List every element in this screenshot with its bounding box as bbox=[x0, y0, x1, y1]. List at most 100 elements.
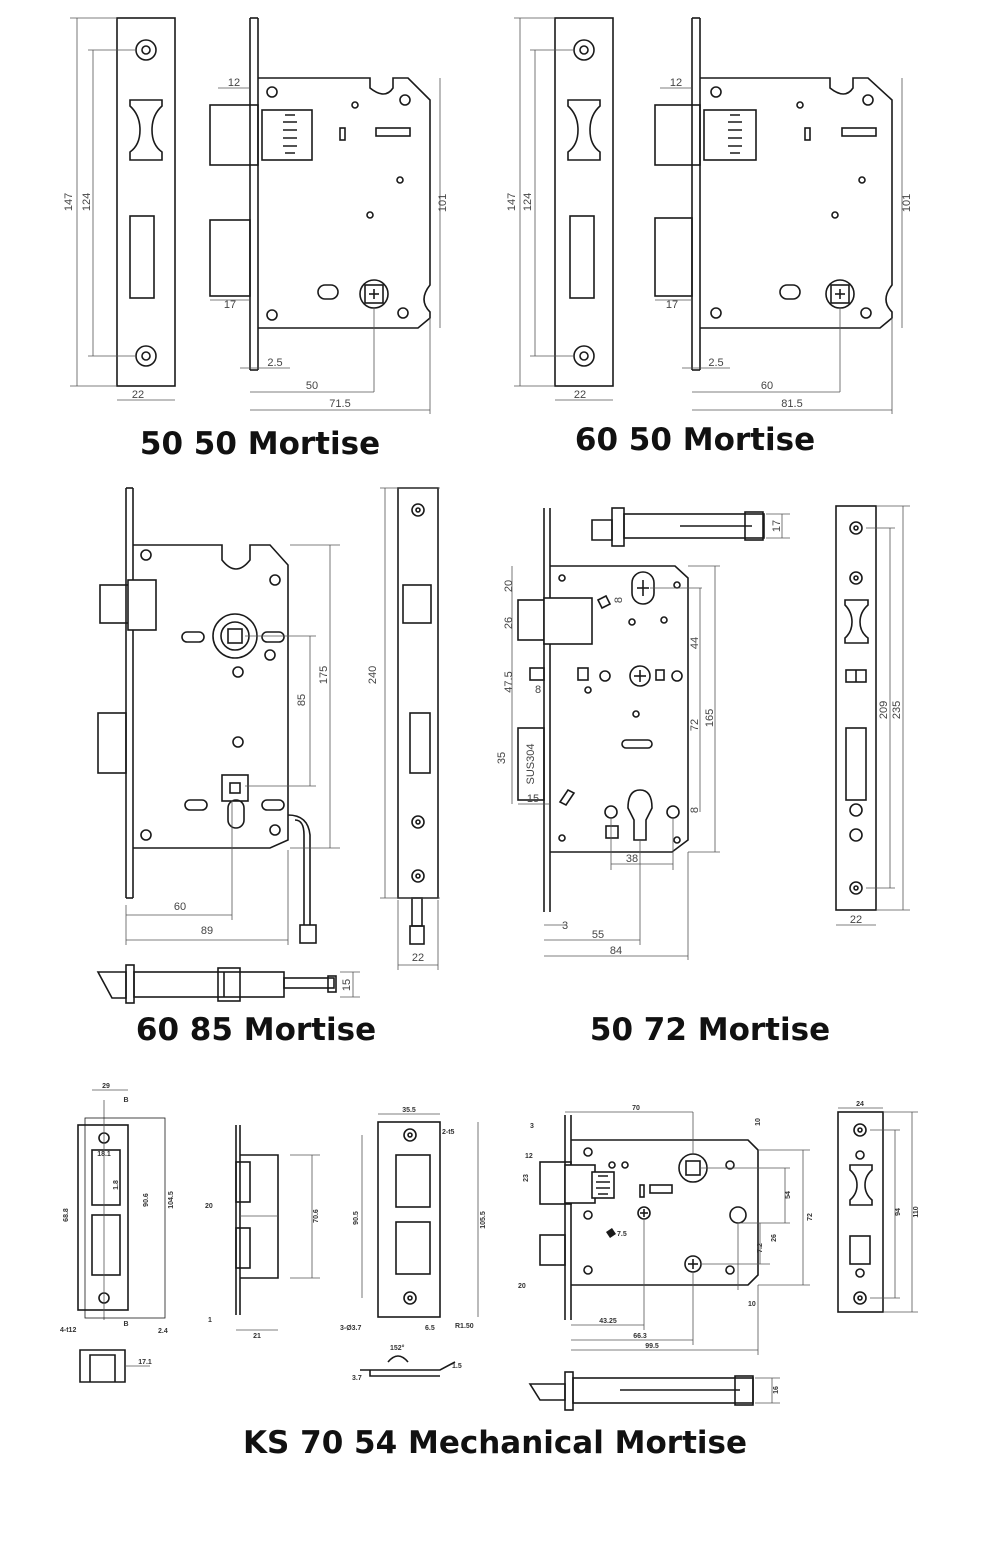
ks-dim-3: 3 bbox=[530, 1123, 534, 1130]
caption-60-85-mortise: 60 85 Mortise bbox=[135, 1012, 377, 1048]
ks-dim-r1-50: R1.50 bbox=[455, 1323, 474, 1330]
dim-8a: 8 bbox=[535, 684, 541, 696]
ks-dim-1-8: 1.8 bbox=[113, 1180, 120, 1190]
ks-dim-90-6: 90.6 bbox=[143, 1193, 150, 1207]
ks-dim-12: 12 bbox=[525, 1153, 533, 1160]
dim-17: 17 bbox=[666, 299, 678, 311]
dim-84: 84 bbox=[610, 945, 622, 957]
ks-dim-54: 54 bbox=[785, 1191, 792, 1199]
dim-50: 50 bbox=[306, 380, 318, 392]
ks-dim-43-25: 43.25 bbox=[599, 1318, 617, 1325]
ks-dim-20a: 20 bbox=[205, 1203, 213, 1210]
ks-angle-152: 152° bbox=[390, 1344, 405, 1352]
dim-81-5: 81.5 bbox=[781, 398, 802, 410]
dim-101: 101 bbox=[437, 194, 449, 212]
ks-dim-10a: 10 bbox=[755, 1118, 762, 1126]
dim-26: 26 bbox=[503, 617, 515, 629]
dim-2-5: 2.5 bbox=[708, 357, 723, 369]
caption-50-72-mortise: 50 72 Mortise bbox=[589, 1012, 831, 1048]
ks-dim-18-1: 18.1 bbox=[97, 1151, 111, 1158]
ks-dim-104-5: 104.5 bbox=[168, 1191, 175, 1209]
dim-22: 22 bbox=[850, 914, 862, 926]
dim-85: 85 bbox=[296, 694, 308, 706]
ks-dim-21: 21 bbox=[253, 1333, 261, 1340]
dim-20: 20 bbox=[503, 580, 515, 592]
dim-17: 17 bbox=[224, 299, 236, 311]
dim-15: 15 bbox=[527, 793, 539, 805]
dim-60: 60 bbox=[761, 380, 773, 392]
dim-12: 12 bbox=[228, 77, 240, 89]
ks-dim-24: 24 bbox=[856, 1101, 864, 1108]
ks-dim-16: 16 bbox=[773, 1386, 780, 1394]
dim-71-5: 71.5 bbox=[329, 398, 350, 410]
ks-dim-10b: 10 bbox=[748, 1301, 756, 1308]
dim-22: 22 bbox=[412, 952, 424, 964]
caption-50-50-mortise: 50 50 Mortise bbox=[139, 426, 381, 462]
ks-dim-29: 29 bbox=[102, 1083, 110, 1090]
dim-147: 147 bbox=[63, 193, 75, 211]
ks-dim-99-5: 99.5 bbox=[645, 1343, 659, 1350]
drawing-ks-70-54-mortise: 29 B 18.1 1.8 90.6 104.5 68.8 4-t12 2.4 … bbox=[60, 1083, 920, 1411]
faceplate bbox=[116, 17, 176, 387]
ks-dim-2-4: 2.4 bbox=[158, 1328, 168, 1335]
ks-dim-110: 110 bbox=[913, 1206, 920, 1217]
dim-35: 35 bbox=[496, 752, 508, 764]
caption-ks-70-54-mortise: KS 70 54 Mechanical Mortise bbox=[242, 1425, 747, 1461]
drawing-50-50-mortise: 147 124 22 12 17 101 2.5 50 71.5 bbox=[63, 17, 449, 414]
ks-section-b-top: B bbox=[123, 1097, 128, 1104]
ks-dim-20b: 20 bbox=[518, 1283, 526, 1290]
dim-22: 22 bbox=[132, 389, 144, 401]
dim-8b: 8 bbox=[613, 597, 625, 603]
dim-175: 175 bbox=[318, 666, 330, 684]
ks-dim-7-5: 7.5 bbox=[617, 1231, 627, 1238]
dim-240: 240 bbox=[367, 666, 379, 684]
dim-38: 38 bbox=[626, 853, 638, 865]
ks-dim-4-t12: 4-t12 bbox=[60, 1327, 76, 1334]
ks-dim-6-5: 6.5 bbox=[425, 1325, 435, 1332]
dim-3: 3 bbox=[562, 920, 568, 932]
ks-dim-70: 70 bbox=[632, 1105, 640, 1112]
ks-dim-90-5: 90.5 bbox=[353, 1211, 360, 1225]
ks-dim-1: 1 bbox=[208, 1317, 212, 1324]
dim-2-5: 2.5 bbox=[267, 357, 282, 369]
ks-dim-35-5: 35.5 bbox=[402, 1107, 416, 1114]
drawing-50-72-mortise: SUS304 20 26 47.5 8 35 15 8 165 44 72 8 bbox=[496, 505, 910, 960]
ks-dim-94: 94 bbox=[895, 1208, 902, 1216]
ks-dim-3-7: 3.7 bbox=[352, 1375, 362, 1382]
dim-124: 124 bbox=[522, 193, 534, 211]
ks-dim-66-3: 66.3 bbox=[633, 1333, 647, 1340]
ks-dim-23: 23 bbox=[523, 1174, 530, 1182]
dim-89: 89 bbox=[201, 925, 213, 937]
dim-101: 101 bbox=[901, 194, 913, 212]
ks-dim-68-8: 68.8 bbox=[63, 1208, 70, 1222]
ks-dim-70-6: 70.6 bbox=[313, 1209, 320, 1223]
dim-8c: 8 bbox=[689, 807, 701, 813]
drawing-60-50-mortise: 147 124 22 12 17 101 2.5 60 81.5 bbox=[506, 17, 913, 414]
ks-dim-3-d3-7: 3-Ø3.7 bbox=[340, 1325, 362, 1332]
dim-60: 60 bbox=[174, 901, 186, 913]
dim-15: 15 bbox=[341, 979, 353, 991]
ks-dim-1-5: 1.5 bbox=[452, 1363, 462, 1370]
dim-165: 165 bbox=[704, 709, 716, 727]
dim-235: 235 bbox=[891, 701, 903, 719]
dim-12: 12 bbox=[670, 77, 682, 89]
dim-17: 17 bbox=[771, 520, 783, 532]
ks-dim-105-5: 105.5 bbox=[480, 1211, 487, 1229]
ks-dim-17-1: 17.1 bbox=[138, 1359, 152, 1366]
dim-55: 55 bbox=[592, 929, 604, 941]
dim-124: 124 bbox=[81, 193, 93, 211]
ks-section-b-bottom: B bbox=[123, 1321, 128, 1328]
ks-dim-7-2: 7.2 bbox=[757, 1243, 764, 1253]
dim-147: 147 bbox=[506, 193, 518, 211]
drawing-60-85-mortise: 175 85 60 89 240 22 15 bbox=[96, 487, 440, 1004]
dim-44: 44 bbox=[689, 637, 701, 649]
ks-dim-2-t5: 2-t5 bbox=[442, 1129, 455, 1136]
caption-60-50-mortise: 60 50 Mortise bbox=[574, 422, 816, 458]
ks-dim-72: 72 bbox=[807, 1213, 814, 1221]
dim-22: 22 bbox=[574, 389, 586, 401]
dim-72: 72 bbox=[689, 719, 701, 731]
stamp-sus304: SUS304 bbox=[525, 744, 537, 785]
dim-47-5: 47.5 bbox=[503, 671, 515, 692]
